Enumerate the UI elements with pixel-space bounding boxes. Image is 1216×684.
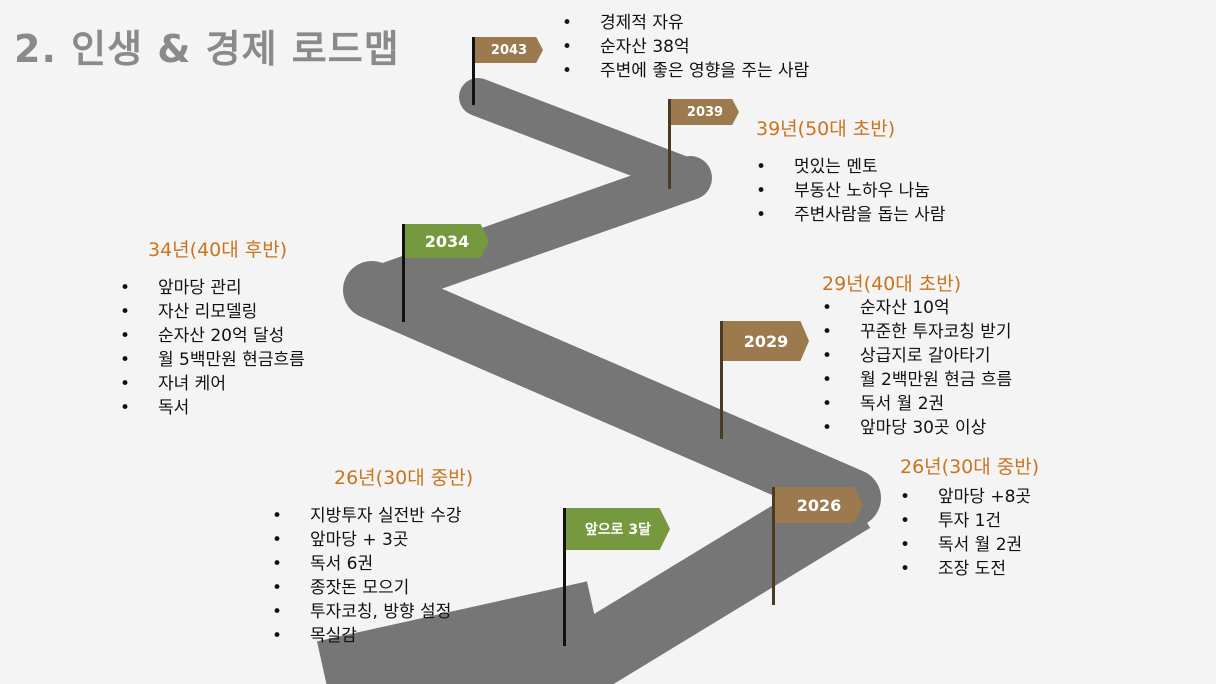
- goal-item: 경제적 자유: [562, 11, 809, 35]
- goal-item: 주변사람을 돕는 사람: [756, 203, 946, 227]
- goal-heading: 39년(50대 초반): [756, 118, 896, 140]
- goal-item: 주변에 좋은 영향을 주는 사람: [562, 59, 809, 83]
- goal-item: 투자코칭, 방향 설정: [272, 600, 473, 624]
- goal-item: 앞마당 관리: [120, 276, 305, 300]
- goals-2026: 26년(30대 중반) 앞마당 +8곳 투자 1건 독서 월 2권 조장 도전: [900, 455, 1039, 581]
- goal-item: 독서 6권: [272, 552, 473, 576]
- flag-label: 2029: [723, 321, 809, 361]
- goal-heading: 34년(40대 후반): [148, 239, 288, 261]
- flag-label: 2039: [671, 99, 739, 125]
- goal-item: 순자산 38억: [562, 35, 809, 59]
- goal-item: 상급지로 갈아타기: [822, 344, 1012, 368]
- goals-2029: 29년(40대 초반) 순자산 10억 꾸준한 투자코칭 받기 상급지로 갈아타…: [822, 272, 1012, 440]
- goals-now: 26년(30대 중반) 지방투자 실전반 수강 앞마당 + 3곳 독서 6권 종…: [272, 466, 473, 648]
- goals-2043: 경제적 자유 순자산 38억 주변에 좋은 영향을 주는 사람: [562, 11, 809, 83]
- goal-item: 앞마당 30곳 이상: [822, 416, 1012, 440]
- goals-2034: 34년(40대 후반) 앞마당 관리 자산 리모델링 순자산 20억 달성 월 …: [120, 238, 305, 420]
- goal-item: 자녀 케어: [120, 372, 305, 396]
- goal-item: 독서 월 2권: [900, 533, 1039, 557]
- goal-item: 독서: [120, 396, 305, 420]
- flag-label: 2043: [475, 37, 543, 63]
- goal-item: 월 2백만원 현금 흐름: [822, 368, 1012, 392]
- goal-item: 종잣돈 모으기: [272, 576, 473, 600]
- goal-heading: 29년(40대 초반): [822, 273, 962, 295]
- goal-item: 독서 월 2권: [822, 392, 1012, 416]
- goal-item: 멋있는 멘토: [756, 155, 946, 179]
- goal-item: 앞마당 +8곳: [900, 485, 1039, 509]
- goal-item: 순자산 10억: [822, 296, 1012, 320]
- flag-label: 앞으로 3달: [566, 508, 670, 550]
- flag-label: 2034: [405, 224, 489, 258]
- goal-item: 조장 도전: [900, 557, 1039, 581]
- goal-item: 순자산 20억 달성: [120, 324, 305, 348]
- goal-item: 앞마당 + 3곳: [272, 528, 473, 552]
- flag-label: 2026: [775, 487, 863, 523]
- goal-heading: 26년(30대 중반): [900, 456, 1040, 478]
- goal-item: 부동산 노하우 나눔: [756, 179, 946, 203]
- goal-item: 월 5백만원 현금흐름: [120, 348, 305, 372]
- goal-item: 자산 리모델링: [120, 300, 305, 324]
- goal-item: 지방투자 실전반 수강: [272, 504, 473, 528]
- slide-title: 2. 인생 & 경제 로드맵: [14, 27, 400, 71]
- goal-heading: 26년(30대 중반): [334, 467, 474, 489]
- goals-2039: 39년(50대 초반) 멋있는 멘토 부동산 노하우 나눔 주변사람을 돕는 사…: [756, 117, 946, 227]
- goal-item: 꾸준한 투자코칭 받기: [822, 320, 1012, 344]
- goal-item: 목실감: [272, 624, 473, 648]
- goal-item: 투자 1건: [900, 509, 1039, 533]
